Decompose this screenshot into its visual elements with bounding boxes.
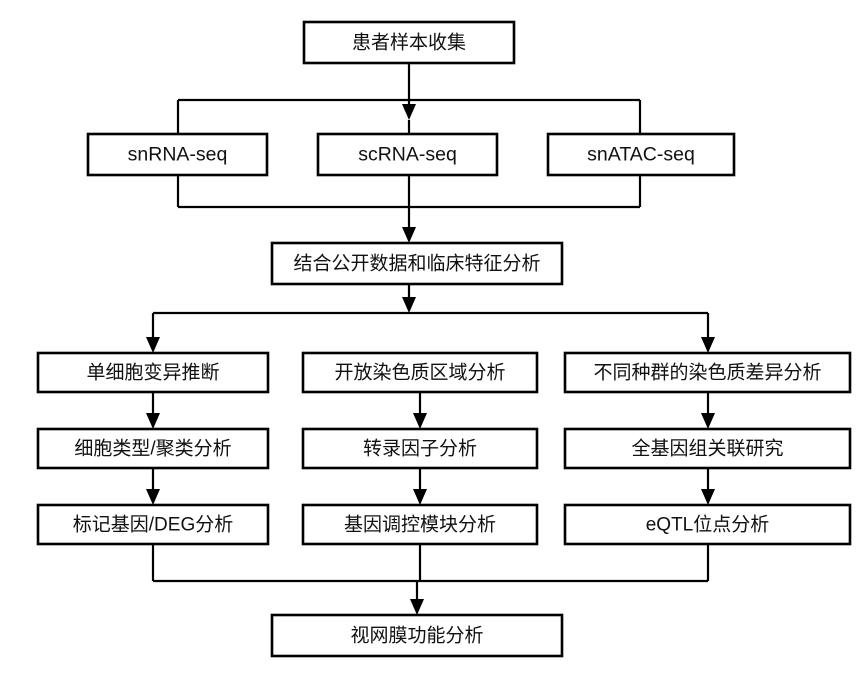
arrow-head-icon: [402, 227, 416, 243]
node-label: 细胞类型/聚类分析: [74, 438, 231, 460]
arrow-head-icon: [701, 413, 715, 429]
node-retinal-function-analysis[interactable]: 视网膜功能分析: [270, 613, 564, 658]
node-population-chromatin-difference-analysis[interactable]: 不同种群的染色质差异分析: [563, 351, 852, 394]
node-label: 标记基因/DEG分析: [73, 514, 233, 536]
node-label: 开放染色质区域分析: [334, 362, 505, 384]
node-label: 单细胞变异推断: [86, 362, 219, 384]
node-box: [36, 351, 270, 394]
arrow-head-icon: [410, 599, 424, 615]
node-scrna-seq[interactable]: scRNA-seq: [316, 132, 499, 177]
node-box: [301, 427, 539, 470]
node-box: [270, 241, 564, 286]
arrow-head-icon: [146, 489, 160, 505]
node-label: 视网膜功能分析: [350, 625, 483, 647]
node-label: 结合公开数据和临床特征分析: [293, 253, 540, 275]
node-box: [301, 351, 539, 394]
node-layer: 患者样本收集 snRNA-seq scRNA-seq snATAC-seq 结合…: [36, 20, 852, 658]
node-marker-gene-deg-analysis[interactable]: 标记基因/DEG分析: [36, 503, 270, 546]
arrow-head-icon: [146, 337, 160, 353]
node-eqtl-locus-analysis[interactable]: eQTL位点分析: [563, 503, 852, 546]
arrow-head-icon: [146, 413, 160, 429]
arrow-head-icon: [402, 297, 416, 313]
node-label: eQTL位点分析: [646, 514, 770, 536]
node-gene-regulatory-module-analysis[interactable]: 基因调控模块分析: [301, 503, 539, 546]
node-box: [316, 132, 499, 177]
node-box: [301, 503, 539, 546]
node-label: scRNA-seq: [358, 144, 457, 166]
node-label: 患者样本收集: [352, 32, 466, 54]
node-open-chromatin-region-analysis[interactable]: 开放染色质区域分析: [301, 351, 539, 394]
node-genome-wide-association-study[interactable]: 全基因组关联研究: [563, 427, 852, 470]
node-label: 转录因子分析: [363, 438, 477, 460]
node-transcription-factor-analysis[interactable]: 转录因子分析: [301, 427, 539, 470]
connector-layer: [146, 63, 715, 615]
node-box: [302, 20, 516, 65]
node-box: [563, 427, 852, 470]
node-label: snRNA-seq: [128, 144, 228, 166]
node-label: 全基因组关联研究: [631, 438, 783, 460]
node-box: [563, 351, 852, 394]
node-integrated-analysis[interactable]: 结合公开数据和临床特征分析: [270, 241, 564, 286]
node-box: [86, 132, 269, 177]
node-single-cell-variant-inference[interactable]: 单细胞变异推断: [36, 351, 270, 394]
arrow-head-icon: [701, 489, 715, 505]
node-cell-type-clustering-analysis[interactable]: 细胞类型/聚类分析: [36, 427, 270, 470]
node-label: snATAC-seq: [587, 144, 695, 166]
node-label: 基因调控模块分析: [344, 514, 496, 536]
node-box: [563, 503, 852, 546]
arrow-head-icon: [701, 337, 715, 353]
arrow-head-icon: [413, 489, 427, 505]
node-box: [546, 132, 736, 177]
node-sample-collection[interactable]: 患者样本收集: [302, 20, 516, 65]
node-snatac-seq[interactable]: snATAC-seq: [546, 132, 736, 177]
arrow-head-icon: [402, 104, 416, 120]
node-box: [36, 427, 270, 470]
node-label: 不同种群的染色质差异分析: [593, 362, 821, 384]
node-box: [36, 503, 270, 546]
arrow-head-icon: [413, 413, 427, 429]
node-box: [270, 613, 564, 658]
node-snrna-seq[interactable]: snRNA-seq: [86, 132, 269, 177]
